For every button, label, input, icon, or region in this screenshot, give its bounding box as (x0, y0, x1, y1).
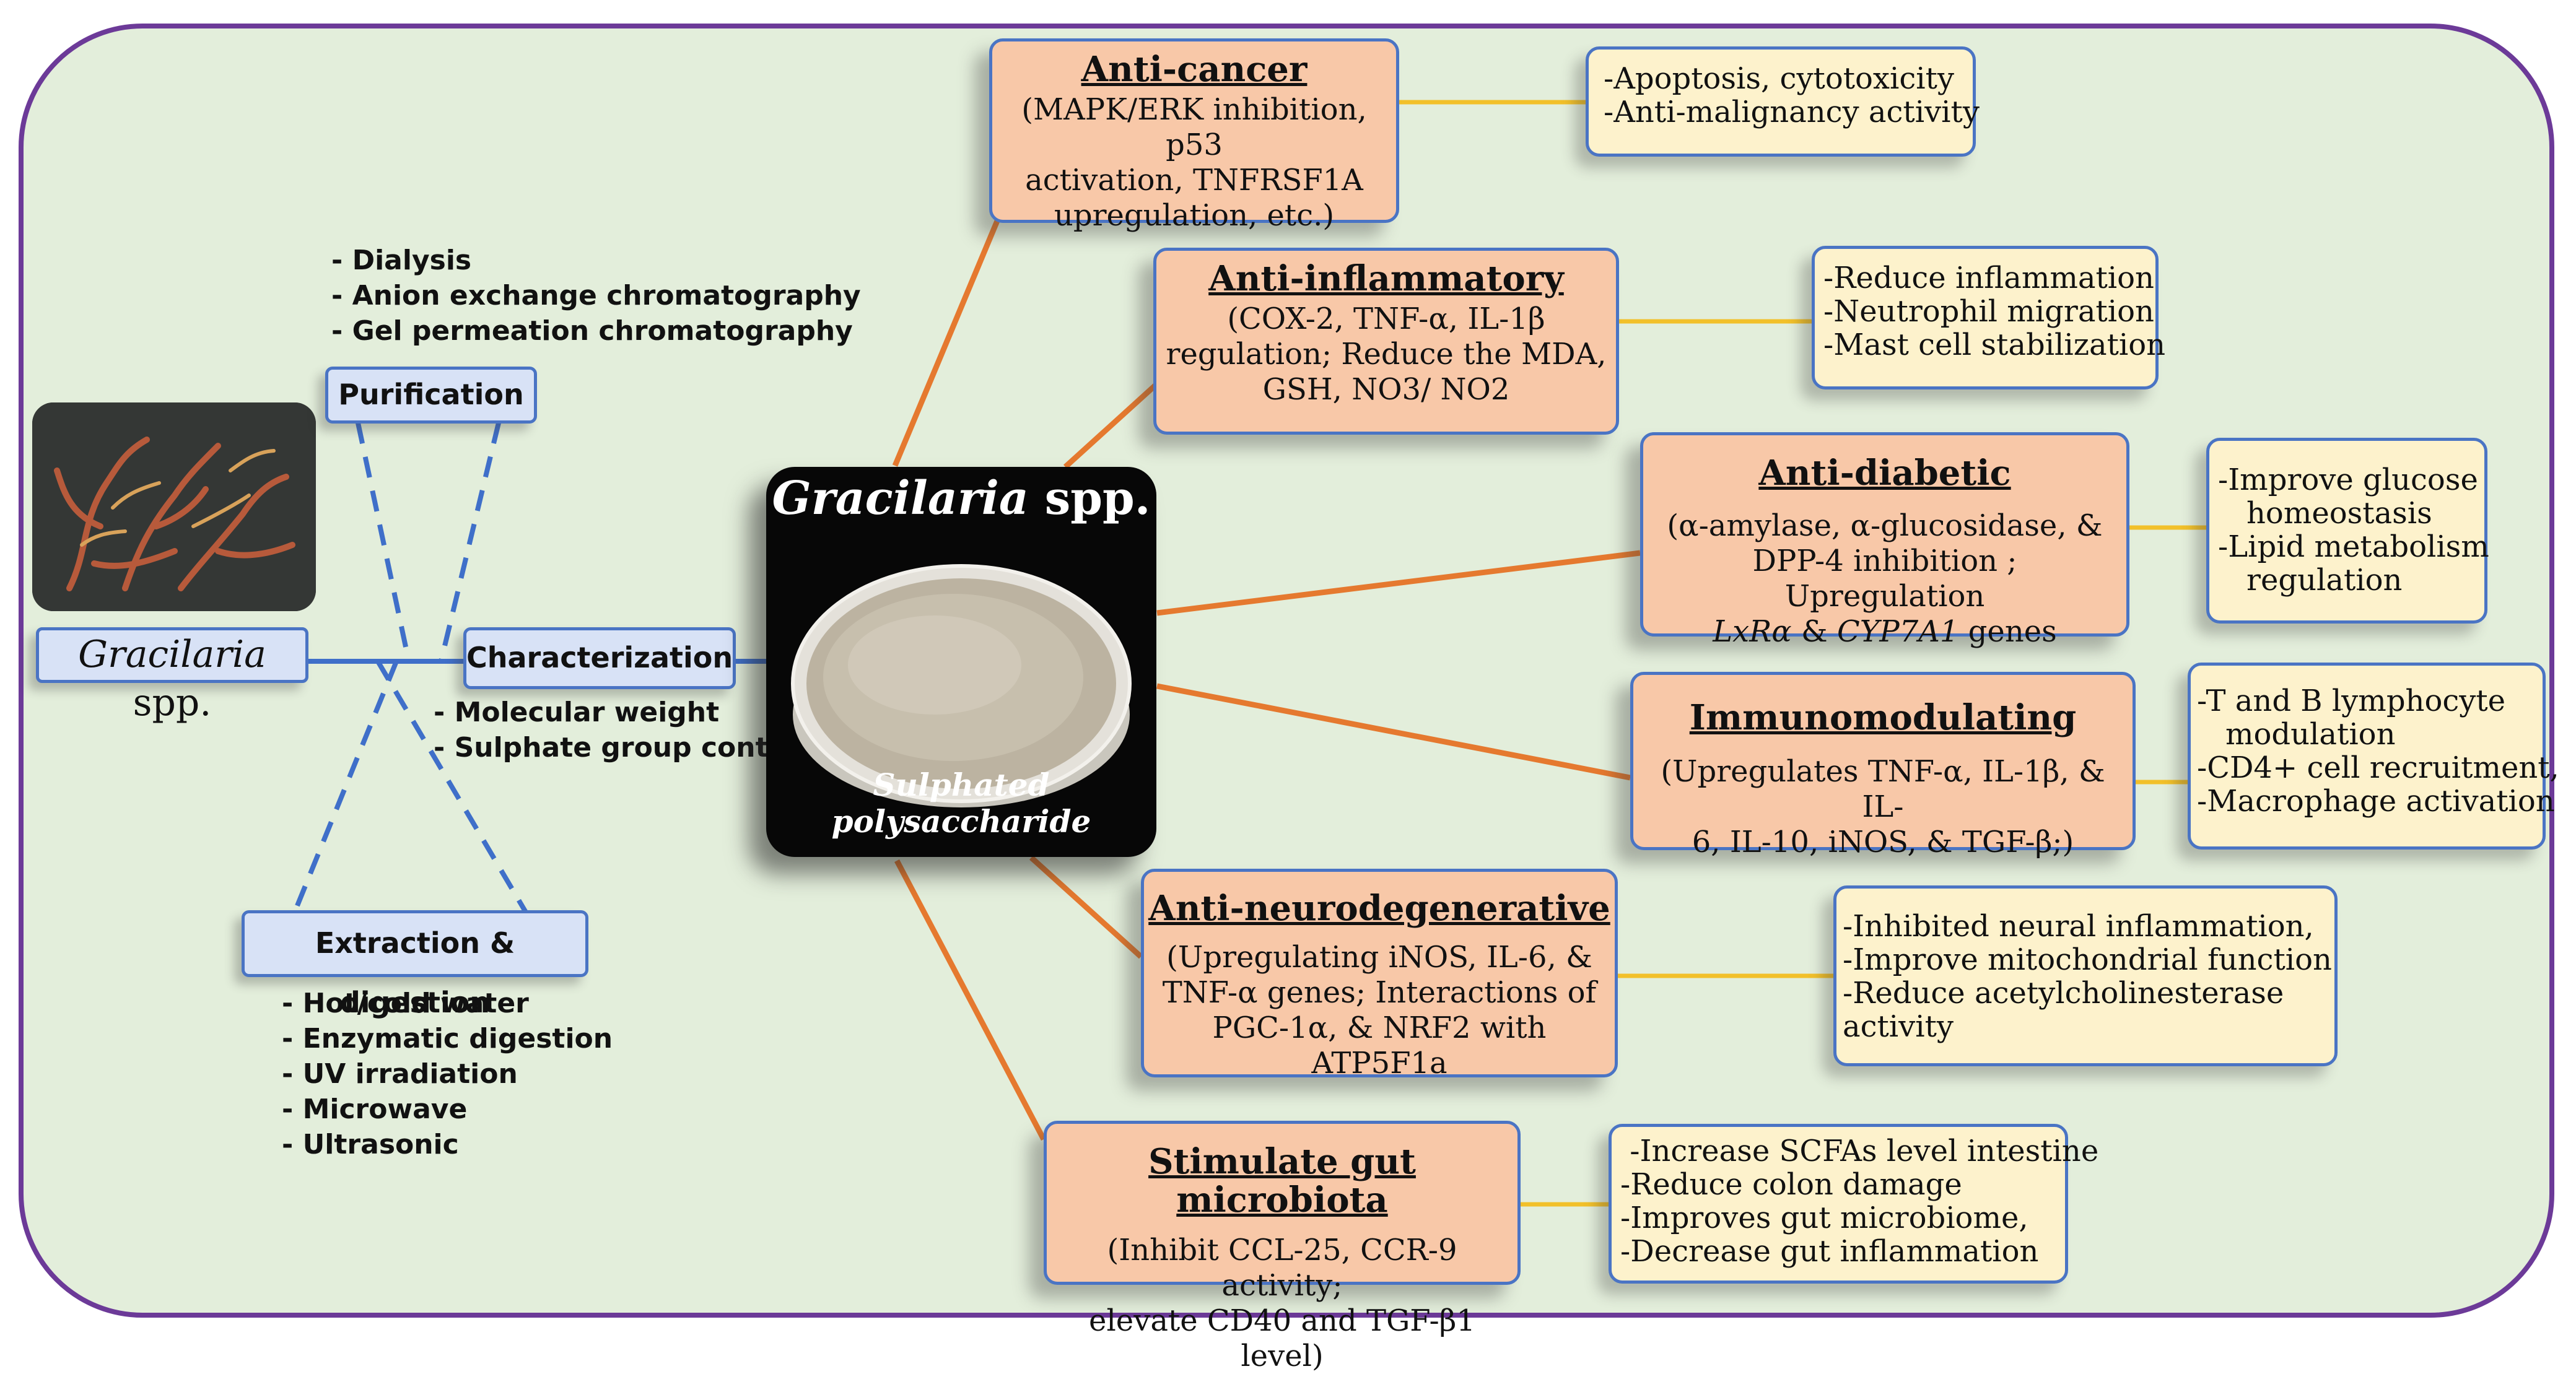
connector-lines (292, 100, 2206, 1207)
activity-mechanism: (α-amylase, α-glucosidase, &DPP-4 inhibi… (1667, 508, 2103, 649)
effect-item: -Macrophage activation (2197, 784, 2555, 819)
activity-title: Anti-inflammatory (1208, 258, 1564, 299)
activity-connectors (892, 217, 1641, 1141)
center-node: Gracilaria spp. Sulphated polysaccharide (766, 467, 1156, 857)
seaweed-photo-icon (32, 402, 316, 611)
characterization-method: - Molecular weight (434, 697, 720, 728)
purification-method: - Gel permeation chromatography (331, 315, 853, 347)
activity-title: Stimulate gut microbiota (1148, 1141, 1416, 1220)
extraction-method: - Ultrasonic (282, 1129, 459, 1160)
effect-item: -T and B lymphocyte (2197, 684, 2506, 718)
effects-anti-inflammatory: -Reduce inflammation -Neutrophil migrati… (1812, 246, 2166, 389)
effects-immunomodulating: -T and B lymphocyte modulation -CD4+ cel… (2188, 663, 2559, 850)
purification-method: - Anion exchange chromatography (331, 280, 861, 311)
extraction-methods: - Hot/cold water - Enzymatic digestion -… (282, 986, 613, 1162)
activity-title: Anti-diabetic (1758, 453, 2011, 494)
seaweed-label: Gracilaria spp. (36, 627, 308, 724)
effect-item: -Apoptosis, cytotoxicity (1604, 61, 1954, 96)
method-dashed-connectors (292, 422, 529, 915)
effect-item: -Neutrophil migration (1823, 294, 2154, 329)
activity-mechanism: (Upregulates TNF-α, IL-1β, & IL-6, IL-10… (1661, 754, 2105, 859)
effect-connectors (1399, 100, 2206, 1207)
connector-anti-inflammatory (1063, 380, 1161, 469)
extraction-method: - UV irradiation (282, 1058, 518, 1090)
effect-item: -Inhibited neural inflammation, (1843, 909, 2314, 944)
characterization-methods: - Molecular weight - Sulphate group cont… (434, 695, 819, 765)
activity-mechanism: (Inhibit CCL-25, CCR-9 activity;elevate … (1089, 1233, 1475, 1373)
effect-item: -CD4+ cell recruitment, (2197, 750, 2559, 785)
effect-item: -Mast cell stabilization (1823, 328, 2166, 362)
effect-item: -Reduce acetylcholinesterase (1843, 976, 2284, 1011)
connector-anti-diabetic (1156, 550, 1641, 616)
extraction-method: - Enzymatic digestion (282, 1023, 613, 1054)
activity-title: Immunomodulating (1689, 697, 2077, 738)
effect-item: -Lipid metabolism (2218, 529, 2489, 564)
effects-anti-cancer: -Apoptosis, cytotoxicity -Anti-malignanc… (1586, 46, 1980, 157)
effects-gut-microbiota: -Increase SCFAs level intestine -Reduce … (1609, 1124, 2099, 1284)
activity-gut-microbiota: Stimulate gut microbiota (Inhibit CCL-25… (1044, 1121, 1521, 1373)
activity-title: Anti-cancer (1081, 49, 1308, 90)
effect-item: -Reduce colon damage (1620, 1167, 1962, 1202)
extraction-method: - Hot/cold water (282, 988, 529, 1019)
effect-item: regulation (2246, 563, 2403, 598)
seaweed-label-suffix: spp. (133, 681, 212, 724)
connector-immunomodulating (1156, 683, 1631, 781)
activity-mechanism: (Upregulating iNOS, IL-6, &TNF-α genes; … (1162, 940, 1597, 1081)
extraction-box: Extraction & digestion (242, 910, 588, 1019)
diagram-frame (19, 24, 2554, 1318)
activity-immunomodulating: Immunomodulating (Upregulates TNF-α, IL-… (1630, 672, 2136, 859)
effect-item: homeostasis (2246, 496, 2432, 531)
effect-item: -Improve mitochondrial function (1843, 942, 2332, 977)
activity-anti-diabetic: Anti-diabetic (α-amylase, α-glucosidase,… (1640, 432, 2129, 649)
effects-anti-diabetic: -Improve glucose homeostasis -Lipid meta… (2206, 438, 2489, 624)
effect-item: -Reduce inflammation (1823, 261, 2154, 295)
effect-item: activity (1843, 1009, 1954, 1044)
effect-item: -Improves gut microbiome, (1620, 1201, 2028, 1235)
effect-item: -Increase SCFAs level intestine (1620, 1134, 2099, 1168)
extraction-method: - Microwave (282, 1094, 468, 1125)
center-title: Gracilaria spp. (772, 472, 1151, 525)
purification-methods: - Dialysis - Anion exchange chromatograp… (331, 243, 861, 349)
activity-anti-neurodegenerative: Anti-neurodegenerative (Upregulating iNO… (1141, 869, 1618, 1081)
characterization-method: - Sulphate group content (434, 732, 819, 763)
center-subtitle: Sulphated polysaccharide (831, 767, 1091, 840)
effects-anti-neurodegenerative: -Inhibited neural inflammation, -Improve… (1833, 885, 2338, 1066)
effect-item: modulation (2225, 717, 2396, 752)
activity-title: Anti-neurodegenerative (1148, 888, 1610, 929)
effect-item: -Anti-malignancy activity (1604, 95, 1980, 129)
connector-anti-cancer (892, 217, 1002, 467)
effect-item: -Improve glucose (2218, 463, 2478, 497)
connector-gut-microbiota (894, 859, 1046, 1141)
connector-anti-neurodegenerative (1029, 855, 1143, 959)
effect-item: -Decrease gut inflammation (1620, 1234, 2039, 1269)
seaweed-photo (32, 402, 316, 611)
seaweed-label-genus: Gracilaria (78, 633, 266, 676)
purification-method: - Dialysis (331, 245, 472, 276)
characterization-box: Characterization (463, 627, 736, 689)
purification-box: Purification (325, 367, 537, 424)
powder-dish-icon (791, 564, 1132, 807)
